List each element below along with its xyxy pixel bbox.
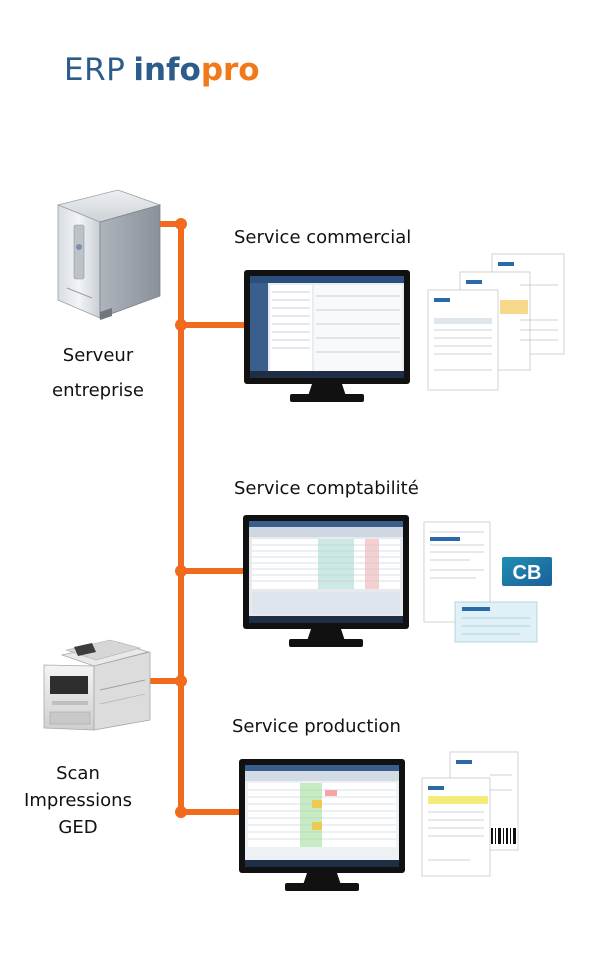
documents-production-icon bbox=[421, 751, 519, 877]
service-production-label: Service production bbox=[232, 716, 401, 737]
service-comptabilite-label: Service comptabilité bbox=[234, 478, 419, 499]
server-caption: Serveur entreprise bbox=[52, 345, 144, 401]
printer-icon bbox=[43, 639, 151, 731]
monitor-commercial-icon bbox=[244, 270, 410, 402]
printer-caption: Scan Impressions GED bbox=[24, 763, 132, 838]
cb-card-icon bbox=[502, 557, 552, 586]
monitor-production-icon bbox=[239, 759, 405, 891]
documents-comptabilite-icon: CB bbox=[423, 521, 552, 643]
server-icon bbox=[56, 189, 162, 320]
service-commercial-label: Service commercial bbox=[234, 227, 412, 248]
monitor-comptabilite-icon bbox=[243, 515, 409, 647]
documents-commercial-icon bbox=[427, 253, 565, 391]
connector-nodes bbox=[175, 218, 187, 818]
barcode-icon bbox=[491, 828, 516, 844]
svg-text:CB: CB bbox=[513, 562, 542, 584]
connector-lines bbox=[147, 221, 246, 815]
